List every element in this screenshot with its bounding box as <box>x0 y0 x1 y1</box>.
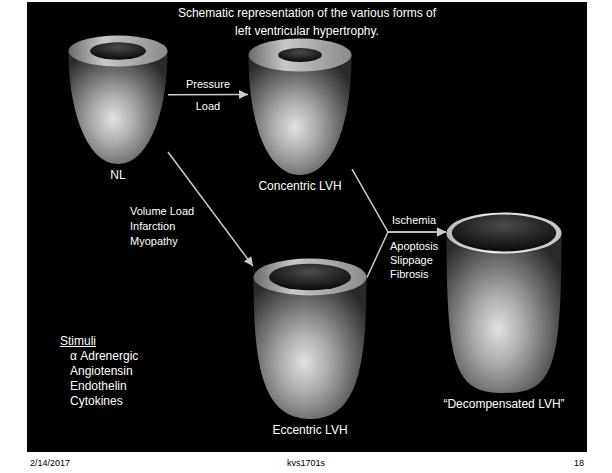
node-label: Concentric LVH <box>258 179 341 193</box>
ventricle-node: Eccentric LVH <box>253 258 367 420</box>
ventricle-cavity <box>90 42 146 59</box>
ventricle-cavity <box>452 215 556 252</box>
ventricle-node: “Decompensated LVH” <box>446 212 562 394</box>
connector-arrow <box>352 169 446 236</box>
connector-arrow <box>168 90 248 99</box>
ventricle-wall <box>447 233 562 393</box>
ventricle-rim <box>254 259 367 296</box>
ventricle-wall <box>249 55 352 175</box>
stimulus-item: α Adrenergic <box>70 349 138 364</box>
arrow-head <box>244 256 253 266</box>
ventricle-cavity <box>269 264 351 291</box>
arrow-head <box>239 90 248 99</box>
edge-label: Apoptosis Slippage Fibrosis <box>390 239 448 281</box>
footer-code: kvs1701s <box>287 457 325 469</box>
stimulus-item: Angiotensin <box>70 364 133 379</box>
heart-illustration <box>253 258 367 420</box>
ventricle-wall <box>69 51 168 164</box>
node-label: Eccentric LVH <box>272 423 347 437</box>
slide-panel <box>27 2 587 452</box>
heart-illustration <box>248 38 352 176</box>
connector-line <box>352 169 446 232</box>
ventricle-node: Concentric LVH <box>248 38 352 176</box>
footer-date: 2/14/2017 <box>30 457 70 469</box>
ventricle-cavity <box>278 48 322 62</box>
stimulus-item: Cytokines <box>70 394 123 409</box>
ventricle-rim <box>447 213 562 254</box>
edge-label: Volume Load Infarction Myopathy <box>130 204 210 249</box>
connector-line <box>168 94 248 96</box>
heart-illustration <box>68 35 168 165</box>
heart-illustration <box>446 212 562 394</box>
arrow-head <box>437 228 446 237</box>
edge-label: Pressure Load <box>180 73 236 117</box>
node-label: NL <box>110 168 125 182</box>
ventricle-rim <box>69 36 168 67</box>
node-label: “Decompensated LVH” <box>443 397 564 411</box>
ventricle-node: NL <box>68 35 168 165</box>
arrow-head <box>437 228 446 237</box>
edge-label: Ischemia <box>392 213 436 227</box>
page-number: 18 <box>574 457 584 469</box>
ventricle-rim <box>249 39 352 72</box>
slide-title: Schematic representation of the various … <box>169 4 445 40</box>
stimuli-heading: Stimuli <box>60 334 96 349</box>
stimulus-item: Endothelin <box>70 379 127 394</box>
ventricle-wall <box>254 277 367 419</box>
